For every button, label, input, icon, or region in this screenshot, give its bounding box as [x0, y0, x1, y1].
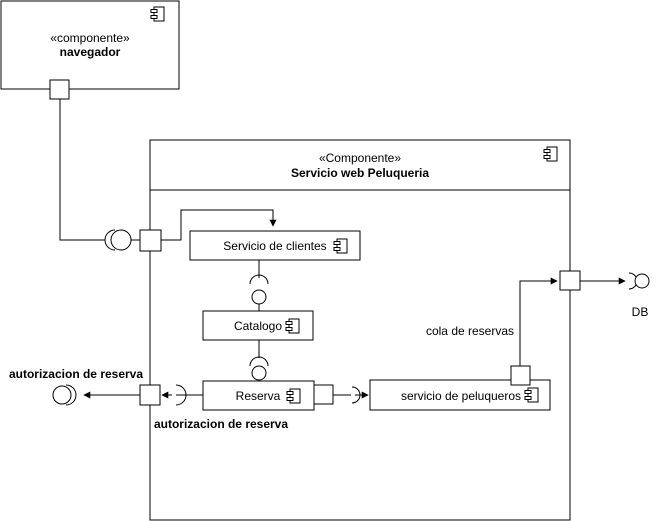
interface-socket — [249, 274, 269, 285]
interface-ball — [251, 365, 267, 381]
db-port[interactable] — [559, 270, 581, 291]
browser-port[interactable] — [49, 79, 70, 100]
service-name: Servicio web Peluqueria — [291, 166, 429, 180]
auth-ball — [52, 385, 72, 405]
clients-service-box[interactable]: Servicio de clientes — [189, 230, 361, 261]
auth-port-label: autorizacion de reserva — [154, 417, 288, 431]
auth-external-label: autorizacion de reserva — [9, 367, 143, 381]
catalog-label: Catalogo — [234, 319, 282, 333]
service-stereotype: «Componente» — [319, 151, 401, 165]
service-entry-port[interactable] — [139, 229, 162, 252]
booking-box[interactable]: Reserva — [202, 380, 315, 411]
hairdressers-port[interactable] — [510, 365, 531, 386]
required-interface-socket — [104, 229, 116, 251]
auth-ring — [65, 384, 77, 406]
hairdressers-service-label: servicio de peluqueros — [401, 389, 521, 403]
db-label: DB — [632, 305, 649, 319]
auth-port[interactable] — [139, 384, 161, 406]
browser-stereotype: «componente» — [50, 31, 130, 45]
browser-component[interactable]: «componente» navegador — [0, 0, 180, 90]
clients-service-label: Servicio de clientes — [223, 239, 326, 253]
interface-ball — [251, 289, 267, 305]
provided-interface-ball — [110, 229, 132, 251]
entry-to-clients-arrow — [161, 209, 277, 241]
interface-socket — [249, 356, 269, 367]
auth-socket — [175, 384, 187, 406]
browser-connector — [59, 99, 105, 241]
booking-queue-arrow — [519, 277, 558, 366]
browser-name: navegador — [60, 45, 121, 59]
booking-label: Reserva — [236, 389, 281, 403]
booking-queue-label: cola de reservas — [426, 324, 514, 338]
booking-out-port[interactable] — [313, 384, 334, 405]
db-ball — [634, 273, 650, 289]
catalog-box[interactable]: Catalogo — [202, 310, 314, 341]
